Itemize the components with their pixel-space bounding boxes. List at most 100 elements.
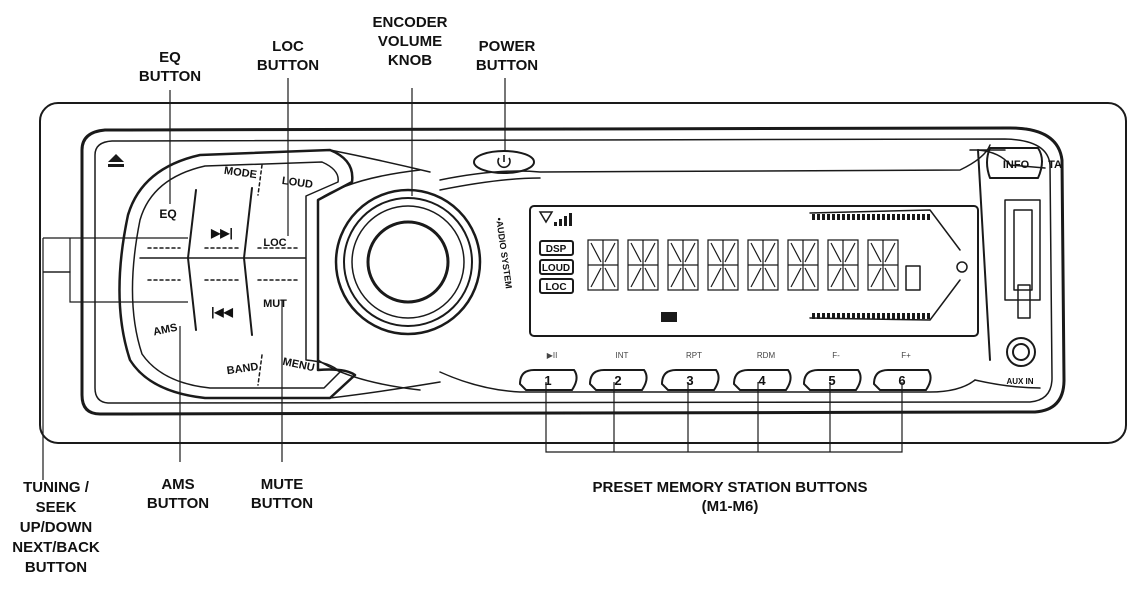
lcd-bar-bottom bbox=[917, 313, 920, 319]
band-button[interactable]: BAND bbox=[226, 361, 259, 377]
lcd-digit-3 bbox=[667, 239, 699, 291]
lcd-bar-bottom bbox=[827, 313, 830, 319]
lcd-bar-bottom bbox=[842, 313, 845, 319]
lcd-digit-5 bbox=[747, 239, 779, 291]
lcd-bar-bottom bbox=[907, 313, 910, 319]
lcd-bar-bottom bbox=[887, 313, 890, 319]
lcd-bar-bottom bbox=[857, 313, 860, 319]
lcd-bar-top bbox=[842, 214, 845, 220]
lcd-digit-6 bbox=[787, 239, 819, 291]
callout-leaders bbox=[42, 78, 903, 480]
lcd-tag-loud: LOUD bbox=[542, 263, 570, 274]
lcd-bar-bottom bbox=[897, 313, 900, 319]
lcd-bar-bottom bbox=[852, 313, 855, 319]
lcd-bar-bottom bbox=[922, 313, 925, 319]
lcd-tag-boxes bbox=[539, 240, 574, 294]
lcd-bar-top bbox=[897, 214, 900, 220]
lcd-bar-bottom bbox=[912, 313, 915, 319]
menu-button[interactable]: MENU bbox=[282, 356, 316, 374]
eq-button[interactable]: EQ bbox=[159, 207, 176, 221]
lcd-digit-8 bbox=[867, 239, 899, 291]
lcd-bar-bottom bbox=[892, 313, 895, 319]
loc-button[interactable]: LOC bbox=[263, 237, 286, 249]
aux-in-label: AUX IN bbox=[1006, 377, 1033, 386]
lcd-bar-top bbox=[837, 214, 840, 220]
preset-number: 3 bbox=[686, 373, 693, 388]
loud-button[interactable]: LOUD bbox=[281, 175, 314, 191]
lcd-bar-top bbox=[927, 214, 930, 220]
lcd-bar-bottom bbox=[812, 313, 815, 319]
lcd-bar-top bbox=[872, 214, 875, 220]
lcd-bar-top bbox=[832, 214, 835, 220]
lcd-bar-top bbox=[867, 214, 870, 220]
info-button-label: INFO bbox=[1003, 159, 1030, 171]
seek-next-button[interactable]: ▶▶| bbox=[210, 226, 233, 240]
lcd-bar-bottom bbox=[822, 313, 825, 319]
lcd-digit-1 bbox=[587, 239, 619, 291]
lcd-bar-top bbox=[822, 214, 825, 220]
preset-button-6[interactable]: 6F+ bbox=[872, 351, 932, 391]
ams-button[interactable]: AMS bbox=[152, 322, 178, 339]
aux-in-jack bbox=[1006, 337, 1036, 367]
ta-label: TA bbox=[1048, 159, 1062, 171]
preset-number: 5 bbox=[828, 373, 835, 388]
info-button[interactable] bbox=[986, 147, 1043, 179]
lcd-bar-bottom bbox=[877, 313, 880, 319]
lcd-bar-bottom bbox=[817, 313, 820, 319]
signal-strength-icon bbox=[538, 211, 572, 226]
lcd-tag-dsp: DSP bbox=[546, 244, 567, 255]
lcd-bar-bottom bbox=[902, 313, 905, 319]
lcd-digit-7 bbox=[827, 239, 859, 291]
preset-function-label: F+ bbox=[901, 351, 911, 360]
chassis-outline bbox=[39, 102, 1127, 444]
lcd-bar-bottom bbox=[862, 313, 865, 319]
preset-number: 1 bbox=[544, 373, 551, 388]
lcd-bar-top bbox=[922, 214, 925, 220]
preset-function-label: RPT bbox=[686, 351, 702, 360]
lcd-bar-top bbox=[882, 214, 885, 220]
lcd-digit-2 bbox=[627, 239, 659, 291]
faceplate-outline bbox=[80, 126, 1066, 416]
lcd-digits bbox=[587, 239, 899, 291]
lcd-bar-top bbox=[907, 214, 910, 220]
lcd-bar-top bbox=[817, 214, 820, 220]
eject-icon[interactable] bbox=[108, 154, 124, 167]
preset-button-1[interactable]: 1 ▶II bbox=[518, 351, 578, 391]
preset-number: 2 bbox=[614, 373, 621, 388]
lcd-bar-top bbox=[862, 214, 865, 220]
power-button[interactable] bbox=[473, 150, 535, 174]
lcd-bar-top bbox=[917, 214, 920, 220]
lcd-bar-bottom bbox=[847, 313, 850, 319]
lcd-bar-bottom bbox=[867, 313, 870, 319]
preset-function-label: F- bbox=[832, 351, 840, 360]
lcd-bar-bottom bbox=[832, 313, 835, 319]
mut-button[interactable]: MUT bbox=[263, 298, 287, 310]
seek-prev-button[interactable]: |◀◀ bbox=[211, 305, 234, 319]
lcd-bar-top bbox=[912, 214, 915, 220]
preset-button-5[interactable]: 5 F- bbox=[802, 351, 862, 391]
preset-button-3[interactable]: 3 RPT bbox=[660, 351, 720, 391]
preset-buttons-callout: PRESET MEMORY STATION BUTTONS(M1-M6) bbox=[592, 479, 868, 515]
power-icon bbox=[497, 155, 511, 169]
lcd-bar-top bbox=[902, 214, 905, 220]
mode-button[interactable]: MODE bbox=[223, 165, 257, 181]
lcd-bar-top bbox=[827, 214, 830, 220]
lcd-display bbox=[529, 205, 979, 337]
preset-function-label: ▶II bbox=[547, 351, 558, 360]
lcd-bar-bottom bbox=[837, 313, 840, 319]
lcd-bar-top bbox=[892, 214, 895, 220]
lcd-bar-bottom bbox=[872, 313, 875, 319]
left-cluster-outline bbox=[118, 148, 357, 400]
encoder-knob[interactable] bbox=[334, 188, 482, 336]
